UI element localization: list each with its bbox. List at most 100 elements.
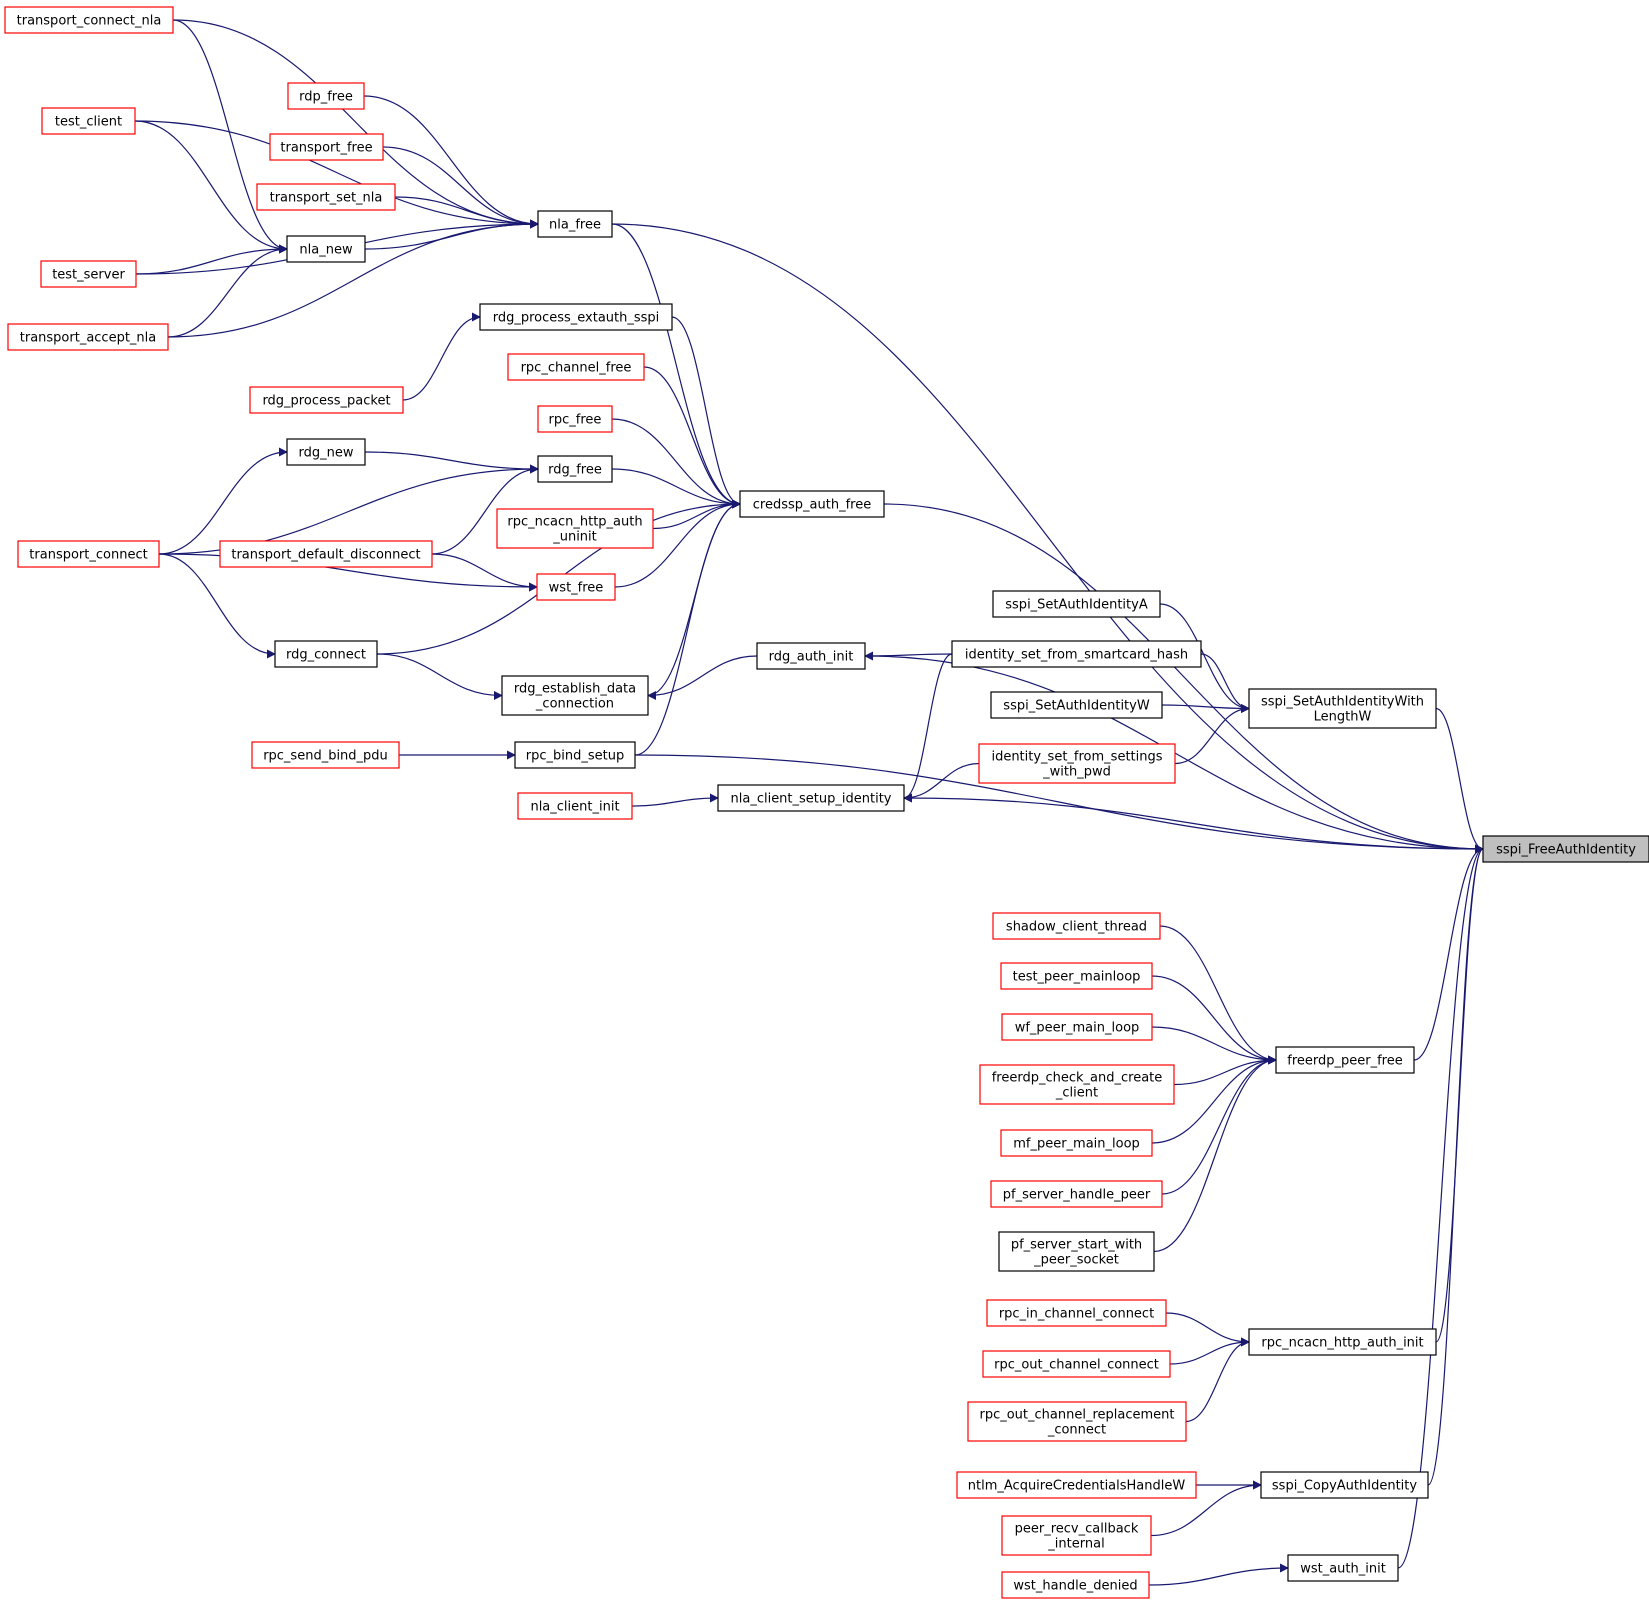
node-box[interactable] xyxy=(501,675,649,716)
node-box[interactable] xyxy=(1248,688,1437,729)
node-rdg-new[interactable]: rdg_new xyxy=(286,438,366,466)
node-wst-handle-denied[interactable]: wst_handle_denied xyxy=(1001,1571,1150,1599)
node-box[interactable] xyxy=(1275,1046,1415,1074)
node-box[interactable] xyxy=(219,540,433,568)
node-box[interactable] xyxy=(496,508,654,549)
node-box[interactable] xyxy=(17,540,160,568)
node-box[interactable] xyxy=(998,1231,1155,1272)
node-transport-connect[interactable]: transport_connect xyxy=(17,540,160,568)
node-nla-client-init[interactable]: nla_client_init xyxy=(517,792,633,820)
node-test-peer-mainloop[interactable]: test_peer_mainloop xyxy=(1000,962,1153,990)
node-rdg-connect[interactable]: rdg_connect xyxy=(274,640,378,668)
node-rdp-free[interactable]: rdp_free xyxy=(287,82,365,110)
node-mf-peer-main-loop[interactable]: mf_peer_main_loop xyxy=(1000,1129,1153,1157)
node-box[interactable] xyxy=(979,1064,1175,1105)
node-box[interactable] xyxy=(40,260,137,288)
node-box[interactable] xyxy=(990,691,1163,719)
node-box[interactable] xyxy=(479,303,673,331)
node-box[interactable] xyxy=(514,741,636,769)
node-freerdp-check-and-create-client[interactable]: freerdp_check_and_create_client xyxy=(979,1064,1175,1105)
node-rpc-send-bind-pdu[interactable]: rpc_send_bind_pdu xyxy=(251,741,400,769)
node-box[interactable] xyxy=(956,1471,1197,1499)
node-box[interactable] xyxy=(739,490,885,518)
node-box[interactable] xyxy=(507,353,645,381)
node-pf-server-handle-peer[interactable]: pf_server_handle_peer xyxy=(990,1180,1163,1208)
node-rpc-in-channel-connect[interactable]: rpc_in_channel_connect xyxy=(986,1299,1167,1327)
node-test-client[interactable]: test_client xyxy=(41,107,136,135)
node-box[interactable] xyxy=(7,323,169,351)
node-transport-set-nla[interactable]: transport_set_nla xyxy=(256,183,396,211)
node-shadow-client-thread[interactable]: shadow_client_thread xyxy=(992,912,1161,940)
node-sspi-freeauthidentity[interactable]: sspi_FreeAuthIdentity xyxy=(1482,835,1649,863)
node-box[interactable] xyxy=(537,405,613,433)
node-box[interactable] xyxy=(269,133,384,161)
node-box[interactable] xyxy=(1287,1554,1399,1582)
node-box[interactable] xyxy=(286,235,366,263)
node-rpc-channel-free[interactable]: rpc_channel_free xyxy=(507,353,645,381)
node-rpc-ncacn-http-auth-init[interactable]: rpc_ncacn_http_auth_init xyxy=(1248,1328,1437,1356)
node-rpc-ncacn-http-auth-uninit[interactable]: rpc_ncacn_http_auth_uninit xyxy=(496,508,654,549)
node-sspi-copyauthidentity[interactable]: sspi_CopyAuthIdentity xyxy=(1260,1471,1429,1499)
node-box[interactable] xyxy=(517,792,633,820)
node-box[interactable] xyxy=(982,1350,1171,1378)
node-box[interactable] xyxy=(249,386,404,414)
node-box[interactable] xyxy=(41,107,136,135)
node-box[interactable] xyxy=(256,183,396,211)
node-box[interactable] xyxy=(1260,1471,1429,1499)
node-box[interactable] xyxy=(986,1299,1167,1327)
node-rdg-auth-init[interactable]: rdg_auth_init xyxy=(756,642,866,670)
node-rpc-bind-setup[interactable]: rpc_bind_setup xyxy=(514,741,636,769)
node-box[interactable] xyxy=(4,6,174,34)
node-ntlm-acquirecredentialshandlew[interactable]: ntlm_AcquireCredentialsHandleW xyxy=(956,1471,1197,1499)
node-test-server[interactable]: test_server xyxy=(40,260,137,288)
node-wst-free[interactable]: wst_free xyxy=(536,573,616,601)
node-rpc-out-channel-connect[interactable]: rpc_out_channel_connect xyxy=(982,1350,1171,1378)
node-peer-recv-callback-internal[interactable]: peer_recv_callback_internal xyxy=(1001,1515,1152,1556)
node-nla-free[interactable]: nla_free xyxy=(537,210,613,238)
node-box[interactable] xyxy=(992,912,1161,940)
node-box[interactable] xyxy=(537,455,613,483)
node-box[interactable] xyxy=(967,1401,1187,1442)
node-box[interactable] xyxy=(537,210,613,238)
node-box[interactable] xyxy=(287,82,365,110)
node-transport-accept-nla[interactable]: transport_accept_nla xyxy=(7,323,169,351)
node-rdg-free[interactable]: rdg_free xyxy=(537,455,613,483)
node-box[interactable] xyxy=(756,642,866,670)
node-box[interactable] xyxy=(1001,1013,1153,1041)
node-transport-default-disconnect[interactable]: transport_default_disconnect xyxy=(219,540,433,568)
node-wf-peer-main-loop[interactable]: wf_peer_main_loop xyxy=(1001,1013,1153,1041)
node-transport-connect-nla[interactable]: transport_connect_nla xyxy=(4,6,174,34)
node-box[interactable] xyxy=(1000,1129,1153,1157)
node-freerdp-peer-free[interactable]: freerdp_peer_free xyxy=(1275,1046,1415,1074)
node-box[interactable] xyxy=(1001,1571,1150,1599)
node-wst-auth-init[interactable]: wst_auth_init xyxy=(1287,1554,1399,1582)
node-box[interactable] xyxy=(274,640,378,668)
node-rpc-out-channel-replacement-connect[interactable]: rpc_out_channel_replacement_connect xyxy=(967,1401,1187,1442)
node-box[interactable] xyxy=(992,590,1161,618)
node-box[interactable] xyxy=(536,573,616,601)
node-sspi-setauthidentityw[interactable]: sspi_SetAuthIdentityW xyxy=(990,691,1163,719)
node-identity-set-from-smartcard-hash[interactable]: identity_set_from_smartcard_hash xyxy=(951,640,1202,668)
node-credssp-auth-free[interactable]: credssp_auth_free xyxy=(739,490,885,518)
node-box[interactable] xyxy=(717,784,905,812)
node-nla-new[interactable]: nla_new xyxy=(286,235,366,263)
node-rdg-establish-data-connection[interactable]: rdg_establish_data_connection xyxy=(501,675,649,716)
node-box[interactable] xyxy=(990,1180,1163,1208)
node-rdg-process-extauth-sspi[interactable]: rdg_process_extauth_sspi xyxy=(479,303,673,331)
node-transport-free[interactable]: transport_free xyxy=(269,133,384,161)
node-sspi-setauthidentitya[interactable]: sspi_SetAuthIdentityA xyxy=(992,590,1161,618)
node-box[interactable] xyxy=(1001,1515,1152,1556)
node-box[interactable] xyxy=(286,438,366,466)
node-identity-set-from-settings-with-pwd[interactable]: identity_set_from_settings_with_pwd xyxy=(978,743,1176,784)
node-box[interactable] xyxy=(978,743,1176,784)
node-box[interactable] xyxy=(251,741,400,769)
node-nla-client-setup-identity[interactable]: nla_client_setup_identity xyxy=(717,784,905,812)
node-box[interactable] xyxy=(951,640,1202,668)
node-box[interactable] xyxy=(1482,835,1649,863)
node-pf-server-start-with-peer-socket[interactable]: pf_server_start_with_peer_socket xyxy=(998,1231,1155,1272)
node-rdg-process-packet[interactable]: rdg_process_packet xyxy=(249,386,404,414)
node-box[interactable] xyxy=(1248,1328,1437,1356)
node-rpc-free[interactable]: rpc_free xyxy=(537,405,613,433)
node-box[interactable] xyxy=(1000,962,1153,990)
